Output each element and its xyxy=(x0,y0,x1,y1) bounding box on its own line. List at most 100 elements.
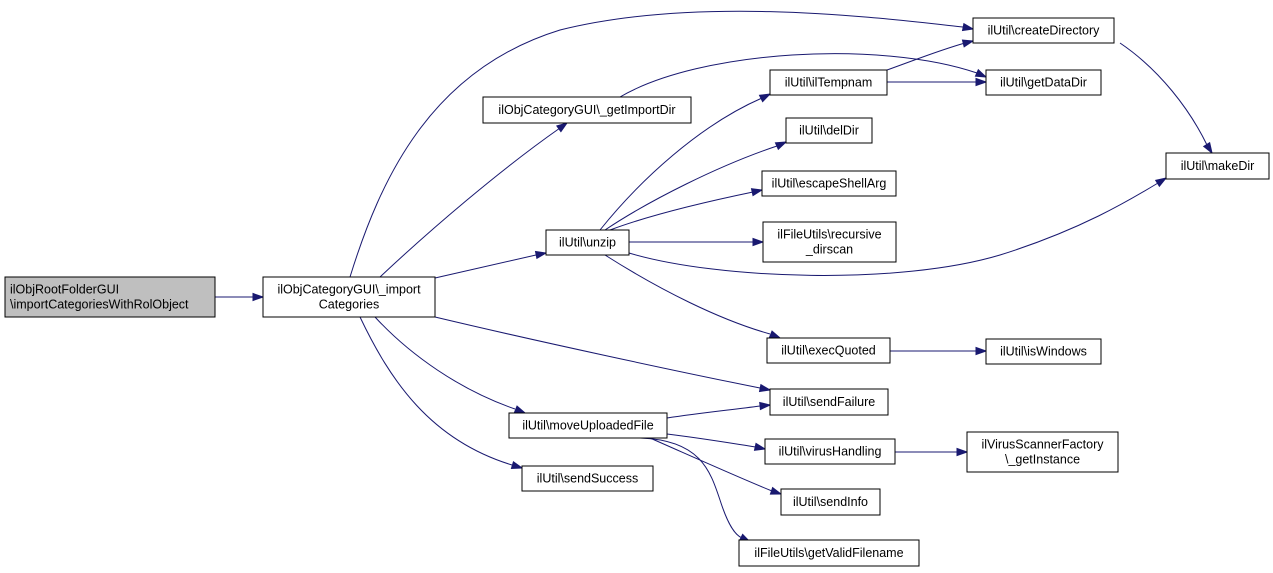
node-sendFailure[interactable]: ilUtil\sendFailure xyxy=(769,388,889,416)
node-box[interactable] xyxy=(769,69,888,96)
node-getValidFilename[interactable]: ilFileUtils\getValidFilename xyxy=(738,539,920,567)
node-label: ilUtil\ilTempnam xyxy=(785,76,873,90)
node-box[interactable] xyxy=(545,229,630,256)
edge-line xyxy=(886,42,966,71)
edge-arrowhead xyxy=(510,460,524,470)
edge-createDirectory-to-makeDir xyxy=(1119,42,1213,155)
node-label: ilFileUtils\getValidFilename xyxy=(754,546,903,560)
edge-execQuoted-to-isWindows xyxy=(889,346,988,356)
edge-arrowhead xyxy=(956,447,969,457)
edge-line xyxy=(628,182,1159,276)
edge-line xyxy=(374,316,516,410)
node-box[interactable] xyxy=(762,221,897,263)
edge-unzip-to-escapeShellArg xyxy=(609,188,764,231)
node-box[interactable] xyxy=(972,17,1115,44)
edge-line xyxy=(604,254,771,335)
node-delDir[interactable]: ilUtil\delDir xyxy=(785,117,873,144)
edge-unzip-to-delDir xyxy=(604,141,788,231)
node-box[interactable] xyxy=(4,276,216,318)
node-unzip[interactable]: ilUtil\unzip xyxy=(545,229,630,256)
edge-arrowhead xyxy=(975,346,988,356)
node-label: ilObjRootFolderGUI xyxy=(10,283,119,297)
edge-arrowhead xyxy=(961,22,975,32)
node-getImportDir[interactable]: ilObjCategoryGUI\_getImportDir xyxy=(482,96,692,124)
node-label: Categories xyxy=(319,298,379,312)
node-sendSuccess[interactable]: ilUtil\sendSuccess xyxy=(521,465,654,492)
node-createDirectory[interactable]: ilUtil\createDirectory xyxy=(972,17,1115,44)
edge-unzip-to-ilTempnam xyxy=(599,93,772,231)
node-recursive[interactable]: ilFileUtils\recursive_dirscan xyxy=(762,221,897,263)
node-import[interactable]: ilObjCategoryGUI\_importCategories xyxy=(262,276,436,318)
node-label: ilUtil\execQuoted xyxy=(781,344,876,358)
node-label: ilObjCategoryGUI\_import xyxy=(277,283,421,297)
edge-arrowhead xyxy=(759,401,772,411)
node-box[interactable] xyxy=(769,388,889,416)
edge-unzip-to-makeDir xyxy=(628,177,1168,276)
node-box[interactable] xyxy=(262,276,436,318)
node-moveUploadedFile[interactable]: ilUtil\moveUploadedFile xyxy=(508,412,668,439)
edge-arrowhead xyxy=(769,486,783,495)
node-box[interactable] xyxy=(508,412,668,439)
node-box[interactable] xyxy=(785,117,873,144)
node-label: ilUtil\createDirectory xyxy=(988,24,1101,38)
node-box[interactable] xyxy=(1165,152,1270,180)
node-label: ilUtil\virusHandling xyxy=(779,445,882,459)
node-label: ilObjCategoryGUI\_getImportDir xyxy=(498,103,675,117)
edge-arrowhead xyxy=(961,39,975,48)
node-box[interactable] xyxy=(764,438,896,465)
node-virusHandling[interactable]: ilUtil\virusHandling xyxy=(764,438,896,465)
edge-line xyxy=(359,316,513,466)
edge-line xyxy=(609,191,754,231)
node-ilTempnam[interactable]: ilUtil\ilTempnam xyxy=(769,69,888,96)
node-box[interactable] xyxy=(482,96,692,124)
edge-line xyxy=(666,405,761,419)
node-escapeShellArg[interactable]: ilUtil\escapeShellArg xyxy=(761,170,897,197)
edge-moveUploadedFile-to-sendFailure xyxy=(666,401,772,419)
edge-import-to-moveUploadedFile xyxy=(374,316,527,414)
node-makeDir[interactable]: ilUtil\makeDir xyxy=(1165,152,1270,180)
node-box[interactable] xyxy=(966,431,1119,473)
edge-import-to-getImportDir xyxy=(379,122,569,278)
edge-arrowhead xyxy=(974,68,988,78)
node-virusScanner[interactable]: ilVirusScannerFactory\_getInstance xyxy=(966,431,1119,473)
node-sendInfo[interactable]: ilUtil\sendInfo xyxy=(780,488,881,516)
edges-layer xyxy=(215,10,1213,543)
edge-root-to-import xyxy=(215,292,265,302)
node-label: ilUtil\makeDir xyxy=(1181,159,1255,173)
node-box[interactable] xyxy=(766,337,891,364)
nodes-layer: ilObjRootFolderGUI\importCategoriesWithR… xyxy=(4,17,1270,567)
node-box[interactable] xyxy=(761,170,897,197)
edge-import-to-createDirectory xyxy=(349,10,975,278)
node-isWindows[interactable]: ilUtil\isWindows xyxy=(985,338,1102,365)
edge-line xyxy=(619,53,978,98)
node-execQuoted[interactable]: ilUtil\execQuoted xyxy=(766,337,891,364)
edge-arrowhead xyxy=(1202,141,1213,155)
edge-line xyxy=(434,254,537,279)
node-getDataDir[interactable]: ilUtil\getDataDir xyxy=(985,69,1102,96)
edge-line xyxy=(604,145,778,231)
node-label: ilUtil\isWindows xyxy=(1000,345,1087,359)
edge-line xyxy=(434,316,761,389)
node-root[interactable]: ilObjRootFolderGUI\importCategoriesWithR… xyxy=(4,276,216,318)
edge-virusHandling-to-virusScanner xyxy=(895,447,969,457)
edge-line xyxy=(1119,42,1208,146)
node-label: ilUtil\escapeShellArg xyxy=(772,177,887,191)
node-label: ilVirusScannerFactory xyxy=(981,438,1104,452)
edge-arrowhead xyxy=(752,237,765,247)
edge-arrowhead xyxy=(750,188,764,197)
node-box[interactable] xyxy=(985,69,1102,96)
node-label: ilUtil\unzip xyxy=(559,236,616,250)
edge-ilTempnam-to-getDataDir xyxy=(887,77,988,87)
node-label: ilUtil\sendFailure xyxy=(783,395,875,409)
edge-line xyxy=(649,437,773,492)
node-box[interactable] xyxy=(521,465,654,492)
edge-arrowhead xyxy=(975,77,988,87)
edge-line xyxy=(666,433,757,448)
edge-line xyxy=(379,127,561,278)
node-box[interactable] xyxy=(738,539,920,567)
edge-import-to-unzip xyxy=(434,250,548,279)
node-box[interactable] xyxy=(985,338,1102,365)
node-box[interactable] xyxy=(780,488,881,516)
edge-moveUploadedFile-to-getValidFilename xyxy=(639,437,752,543)
edge-arrowhead xyxy=(758,383,772,393)
